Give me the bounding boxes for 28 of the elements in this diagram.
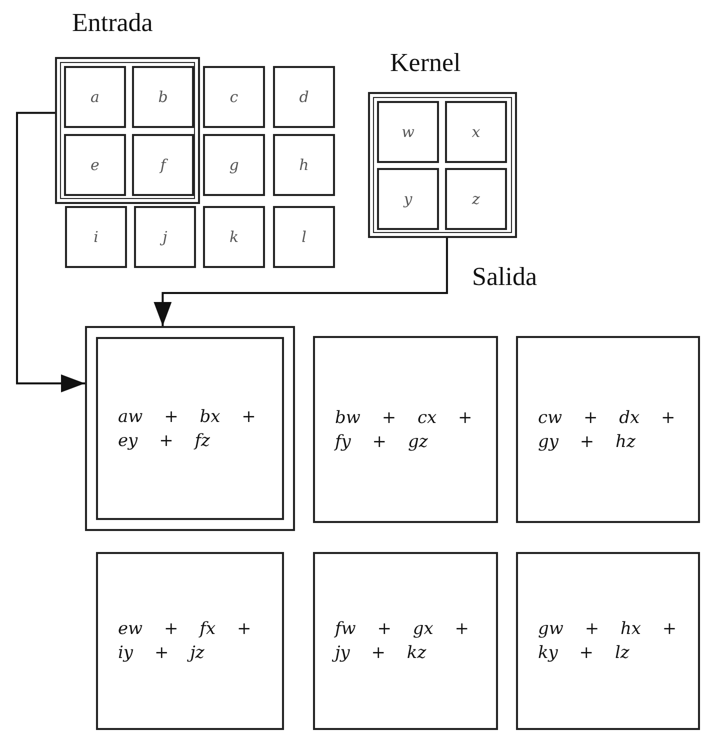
matrix-cell: e <box>64 134 126 196</box>
output-cell: cw + dx + gy + hz <box>516 336 700 523</box>
matrix-cell: b <box>132 66 194 128</box>
output-cell: fw + gx + jy + kz <box>313 552 498 730</box>
matrix-cell: k <box>203 206 265 268</box>
output-cell: gw + hx + ky + lz <box>516 552 700 730</box>
matrix-cell: a <box>64 66 126 128</box>
sliding-window-frame <box>55 57 200 204</box>
matrix-cell: g <box>203 134 265 196</box>
matrix-cell: c <box>203 66 265 128</box>
matrix-cell: j <box>134 206 196 268</box>
matrix-cell: d <box>273 66 335 128</box>
matrix-heading: Kernel <box>390 48 461 78</box>
matrix-cell: l <box>273 206 335 268</box>
matrix-cell: h <box>273 134 335 196</box>
arrow <box>154 238 448 326</box>
output-cell: aw + bx + ey + fz <box>85 326 295 531</box>
matrix-cell: z <box>445 168 507 230</box>
matrix-cell: i <box>65 206 127 268</box>
matrix-cell: y <box>377 168 439 230</box>
matrix-cell: w <box>377 101 439 163</box>
output-cell: bw + cx + fy + gz <box>313 336 498 523</box>
matrix-cell: x <box>445 101 507 163</box>
matrix-heading: Salida <box>472 262 537 292</box>
output-cell: ew + fx + iy + jz <box>96 552 284 730</box>
arrow <box>16 112 85 392</box>
matrix-cell: f <box>132 134 194 196</box>
matrix-heading: Entrada <box>72 8 153 38</box>
